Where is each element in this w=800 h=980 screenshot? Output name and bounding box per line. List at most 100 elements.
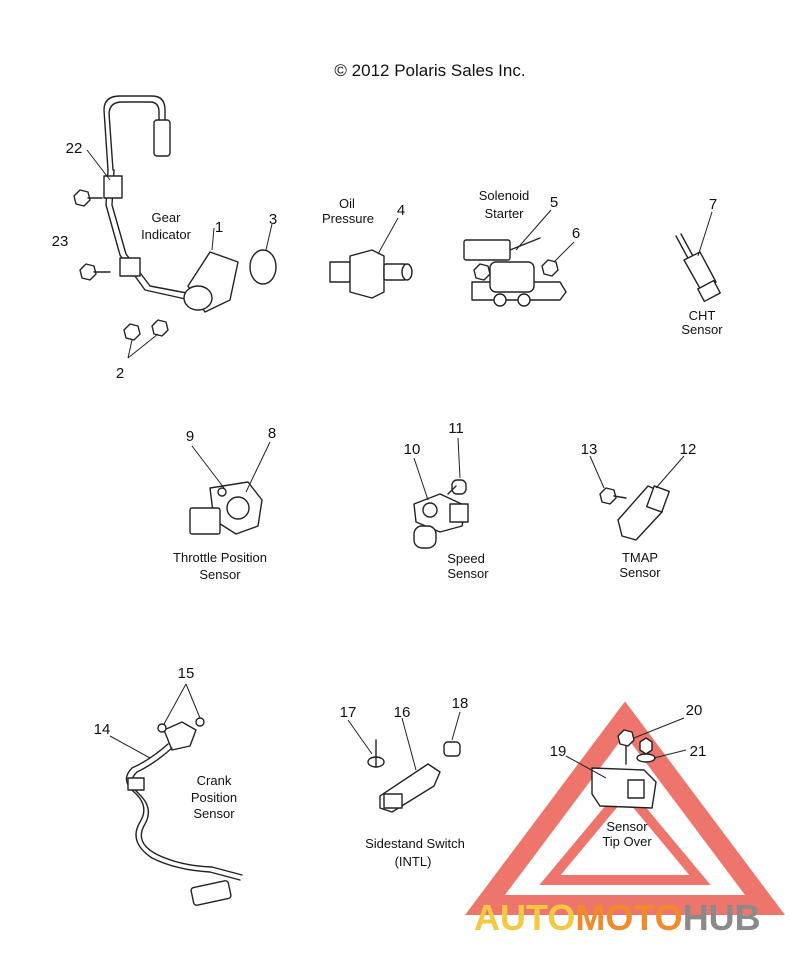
callout-7: 7 xyxy=(709,196,717,213)
label-tps-sensor: Sensor xyxy=(199,567,241,582)
label-speed: Speed xyxy=(447,551,485,566)
crank-sensor-wire xyxy=(125,743,241,881)
callout-20: 20 xyxy=(686,702,703,719)
bolt-11 xyxy=(447,479,467,495)
washer-21 xyxy=(636,737,656,763)
callout-23: 23 xyxy=(52,233,69,250)
label-cht-sensor: Sensor xyxy=(681,322,723,337)
leader-15 xyxy=(163,683,201,725)
plug-18 xyxy=(443,741,461,757)
tmap-connector xyxy=(646,485,670,513)
crank-screw-15a xyxy=(157,723,167,733)
oil-pressure-thread xyxy=(329,261,351,283)
leader-10-11 xyxy=(413,437,461,501)
callout-22: 22 xyxy=(66,140,83,157)
leader-16-17-18 xyxy=(347,711,461,771)
oil-pressure-terminal-end xyxy=(401,263,413,281)
tip-over-sensor xyxy=(565,717,687,809)
cht-probe-inner xyxy=(680,233,695,259)
leader-12-13 xyxy=(589,455,685,489)
callout-4: 4 xyxy=(397,202,405,219)
callout-19: 19 xyxy=(550,743,567,760)
leader-4 xyxy=(377,217,399,255)
solenoid-terminal-b xyxy=(517,293,531,307)
cht-sensor xyxy=(675,211,721,303)
label-tmap-sensor: Sensor xyxy=(619,565,661,580)
watermark-auto: AUTOMOTOHUB xyxy=(474,897,761,938)
watermark-triangle-inner xyxy=(539,782,711,885)
crank-sensor-wire-inner xyxy=(131,747,243,876)
label-crank: Crank xyxy=(197,773,232,788)
label-solenoid: Solenoid xyxy=(479,188,530,203)
label-position: Position xyxy=(191,790,237,805)
tip-over-body xyxy=(591,767,657,809)
callout-3: 3 xyxy=(269,211,277,228)
cht-sensor-body xyxy=(683,251,717,293)
speed-sensor-mount-hole xyxy=(422,502,438,518)
screw-13 xyxy=(599,487,617,505)
tps-shaft-hole xyxy=(226,496,250,520)
callout-13: 13 xyxy=(581,441,598,458)
crank-position-sensor xyxy=(109,683,243,906)
label-gear: Gear xyxy=(152,210,182,225)
bolt-20 xyxy=(617,729,635,765)
callout-14: 14 xyxy=(94,721,111,738)
crank-screw-15b xyxy=(195,717,205,727)
watermark-auto-text: AUTO xyxy=(474,897,575,938)
solenoid-connector xyxy=(463,239,511,261)
label-speed-sensor: Sensor xyxy=(447,566,489,581)
gear-harness-connector xyxy=(153,119,171,157)
watermark-hub-text: HUB xyxy=(683,897,761,938)
callout-6: 6 xyxy=(572,225,580,242)
sidestand-switch-tab xyxy=(383,793,403,809)
throttle-position-sensor xyxy=(189,441,271,535)
gear-indicator-face xyxy=(183,285,213,311)
oil-pressure-hex xyxy=(349,249,385,299)
label-sidestand-switch: Sidestand Switch xyxy=(365,836,465,851)
callout-5: 5 xyxy=(550,194,558,211)
leader-6 xyxy=(553,241,575,263)
leader-19-20-21 xyxy=(565,717,687,779)
leader-1 xyxy=(211,227,215,251)
watermark-moto-text: MOTO xyxy=(575,897,682,938)
label-throttle-position: Throttle Position xyxy=(173,550,267,565)
label-crank-sensor: Sensor xyxy=(193,806,235,821)
label-starter: Starter xyxy=(484,206,524,221)
leader-8-9 xyxy=(191,441,271,493)
bolt-2a xyxy=(123,323,141,341)
callout-18: 18 xyxy=(452,695,469,712)
sidestand-switch xyxy=(347,711,461,813)
solenoid-wire xyxy=(509,237,541,251)
leader-2 xyxy=(127,333,159,359)
label-tip-over: Tip Over xyxy=(602,834,652,849)
copyright-text: © 2012 Polaris Sales Inc. xyxy=(334,61,525,80)
callout-17: 17 xyxy=(340,704,357,721)
gear-harness-wire-top-inner xyxy=(108,101,160,171)
tmap-sensor xyxy=(589,455,685,541)
oil-pressure-switch xyxy=(329,217,413,299)
solenoid-starter xyxy=(463,209,575,307)
callout-8: 8 xyxy=(268,425,276,442)
watermark-triangle-outer xyxy=(465,701,785,915)
solenoid-body xyxy=(489,261,535,293)
gear-clip-22 xyxy=(103,175,123,199)
label-tmap: TMAP xyxy=(622,550,658,565)
label-oil: Oil xyxy=(339,196,355,211)
crank-sensor-body xyxy=(163,721,197,751)
callout-1: 1 xyxy=(215,219,223,236)
gear-indicator-assembly xyxy=(73,95,277,359)
solenoid-nut-left xyxy=(473,263,491,281)
callout-10: 10 xyxy=(404,441,421,458)
screw-17 xyxy=(367,739,385,768)
gear-clip-lower xyxy=(119,257,141,277)
label-intl: (INTL) xyxy=(395,854,432,869)
tip-over-connector xyxy=(627,779,645,799)
bolt-gear-mid xyxy=(79,263,111,281)
bolt-23 xyxy=(73,189,103,207)
speed-sensor-probe xyxy=(413,525,437,549)
callout-21: 21 xyxy=(690,743,707,760)
callout-2: 2 xyxy=(116,365,124,382)
label-tip-sensor: Sensor xyxy=(606,819,648,834)
leader-7 xyxy=(697,211,713,257)
speed-sensor xyxy=(413,437,469,549)
